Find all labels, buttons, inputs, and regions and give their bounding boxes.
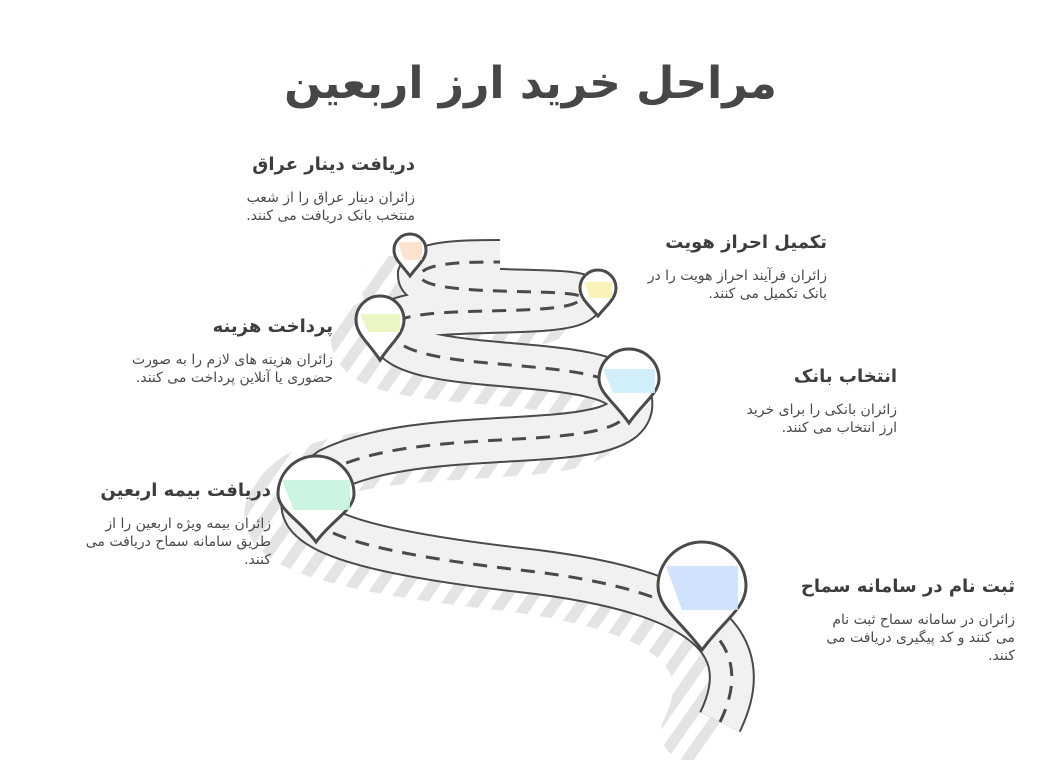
pin-6 <box>392 232 428 279</box>
step-title: دریافت بیمه اربعین <box>100 480 271 501</box>
step-title: ثبت نام در سامانه سماح <box>800 576 1015 597</box>
page-title: مراحل خرید ارز اربعین <box>284 58 777 109</box>
step-desc: زائران فرآیند احراز هویت را در بانک تکمی… <box>647 268 827 302</box>
pin-4 <box>354 294 406 363</box>
step-desc: زائران بیمه ویژه اربعین را از طریق سامان… <box>85 516 271 568</box>
pin-1 <box>656 540 748 653</box>
step-desc: زائران بانکی را برای خرید ارز انتخاب می … <box>746 402 897 436</box>
step-identity: تکمیل احراز هویت زائران فرآیند احراز هوی… <box>647 232 827 303</box>
step-title: پرداخت هزینه <box>212 316 333 337</box>
step-title: تکمیل احراز هویت <box>665 232 827 253</box>
step-desc: زائران دینار عراق را از شعب منتخب بانک د… <box>246 190 415 224</box>
pin-5 <box>578 268 618 319</box>
step-choose-bank: انتخاب بانک زائران بانکی را برای خرید ار… <box>727 366 897 437</box>
step-payment: پرداخت هزینه زائران هزینه های لازم را به… <box>128 316 333 387</box>
step-desc: زائران در سامانه سماح ثبت نام می کنند و … <box>826 612 1015 664</box>
step-register-samah: ثبت نام در سامانه سماح زائران در سامانه … <box>800 576 1015 665</box>
step-receive-dinar: دریافت دینار عراق زائران دینار عراق را ا… <box>235 154 415 225</box>
step-title: دریافت دینار عراق <box>252 154 415 175</box>
step-desc: زائران هزینه های لازم را به صورت حضوری ی… <box>131 352 333 386</box>
step-insurance: دریافت بیمه اربعین زائران بیمه ویژه اربع… <box>71 480 271 569</box>
step-title: انتخاب بانک <box>793 366 897 387</box>
pin-3 <box>597 347 661 426</box>
pin-2 <box>276 454 356 545</box>
